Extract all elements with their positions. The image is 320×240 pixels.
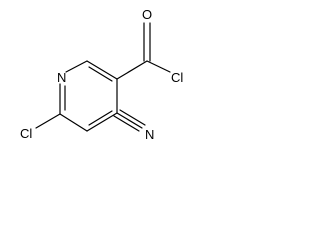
atom-label-n-nitrile: N — [145, 127, 154, 142]
bond-nitrile-1 — [113, 115, 140, 132]
bond-n-c2 — [65, 60, 88, 73]
bond-c4-c5 — [86, 112, 118, 132]
bond-c6-cl — [35, 113, 61, 129]
structure-canvas: N O Cl Cl N — [0, 0, 198, 158]
bond-c3-carbonyl-c — [116, 60, 148, 80]
bond-c2-c3-inner — [88, 66, 113, 82]
bond-nitrile-3 — [119, 109, 146, 126]
bond-carbonyl-cl — [146, 60, 171, 73]
bond-nitrile-2 — [116, 112, 143, 129]
bond-c4-c5-inner — [88, 110, 113, 126]
bond-c2-c3 — [86, 60, 118, 80]
atom-label-n-ring: N — [57, 70, 66, 85]
atom-label-o-carbonyl: O — [142, 7, 152, 22]
atom-label-cl-ring: Cl — [20, 126, 32, 141]
atom-label-cl-acyl: Cl — [171, 70, 183, 85]
chemical-structure-diagram: N O Cl Cl N — [20, 7, 183, 142]
bond-c5-c6 — [59, 113, 88, 132]
